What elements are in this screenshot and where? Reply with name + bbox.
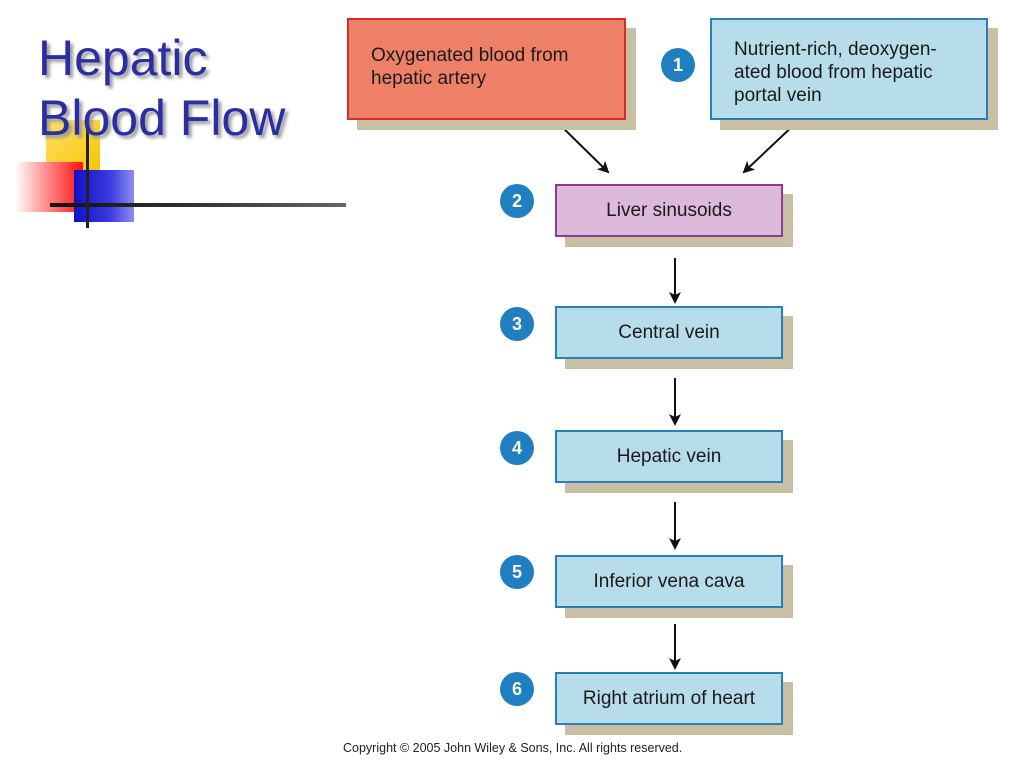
step-badge-4: 4 (500, 431, 534, 465)
hepatic-vein-label: Hepatic vein (616, 446, 722, 467)
portal-vein-text-line1: Nutrient-rich, deoxygen- (734, 39, 937, 60)
slide-title-line2: Blood Flow (38, 90, 286, 146)
liver-sinusoids-label: Liver sinusoids (606, 200, 732, 221)
step-badge-6: 6 (500, 672, 534, 706)
slide-title: Hepatic Blood Flow (38, 28, 285, 148)
inferior-vena-cava-label: Inferior vena cava (593, 571, 745, 592)
right-atrium-label: Right atrium of heart (582, 688, 756, 709)
inferior-vena-cava-box: Inferior vena cava (555, 555, 783, 608)
portal-vein-text-line3: portal vein (734, 85, 822, 106)
blue-square-decoration (74, 170, 134, 222)
hepatic-artery-box: Oxygenated blood from hepatic artery (347, 18, 626, 120)
arrow-artery-to-sinusoids (556, 121, 610, 174)
copyright-notice: Copyright © 2005 John Wiley & Sons, Inc.… (343, 741, 683, 755)
portal-vein-box: Nutrient-rich, deoxygen- ated blood from… (710, 18, 988, 120)
right-atrium-box: Right atrium of heart (555, 672, 783, 725)
step-badge-3: 3 (500, 307, 534, 341)
hepatic-artery-text-line2: hepatic artery (371, 68, 487, 89)
step-badge-1: 1 (661, 48, 695, 82)
central-vein-box: Central vein (555, 306, 783, 359)
portal-vein-text-line2: ated blood from hepatic (734, 62, 933, 83)
slide-title-line1: Hepatic (38, 30, 208, 86)
step-badge-5: 5 (500, 555, 534, 589)
central-vein-label: Central vein (618, 322, 720, 343)
hepatic-vein-box: Hepatic vein (555, 430, 783, 483)
title-underline-rule (50, 203, 346, 207)
step-badge-2: 2 (500, 184, 534, 218)
liver-sinusoids-box: Liver sinusoids (555, 184, 783, 237)
hepatic-artery-text-line1: Oxygenated blood from (371, 45, 569, 66)
arrow-portal-to-sinusoids (742, 121, 798, 174)
vertical-accent-rule (86, 124, 89, 228)
